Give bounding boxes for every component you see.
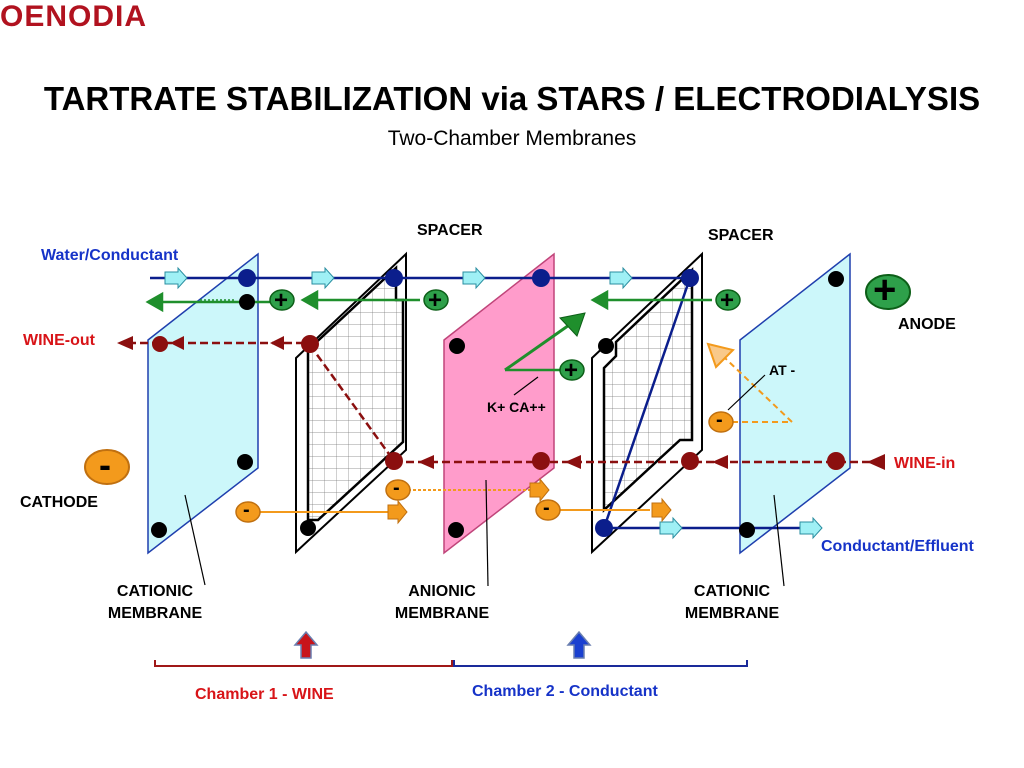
conductant-effluent-label: Conductant/Effluent	[821, 538, 974, 555]
minus-sign-1: -	[243, 499, 250, 521]
minus-sign-3: -	[543, 497, 550, 519]
cationic-left-line2: MEMBRANE	[107, 605, 203, 622]
spacer-left-label: SPACER	[417, 222, 483, 239]
spacer-right-grid	[602, 267, 694, 513]
chamber1-bracket	[154, 660, 453, 667]
chamber2-up-arrow	[566, 630, 592, 659]
k-ca-label: K+ CA++	[487, 399, 546, 415]
cationic-membrane-right	[739, 252, 851, 555]
wine-out-label: WINE-out	[23, 332, 95, 349]
cathode-electrode	[84, 449, 130, 485]
anionic-membrane-label: ANIONIC MEMBRANE	[382, 581, 502, 625]
anion-at-path	[724, 357, 793, 423]
anion-flow-lines	[258, 477, 672, 525]
plus-sign-3: +	[720, 287, 735, 314]
chamber1-label: Chamber 1 - WINE	[195, 686, 334, 703]
anode-electrode	[865, 274, 911, 310]
cathode-label: CATHODE	[20, 494, 98, 511]
minus-sign-4: -	[716, 409, 723, 431]
cationic-membrane-left	[147, 252, 259, 555]
connector-dots-red	[152, 335, 845, 470]
anode-label: ANODE	[898, 316, 956, 333]
flow-arrows-top	[164, 266, 633, 290]
minus-badges	[235, 411, 734, 523]
flow-arrows-bottom	[659, 516, 823, 540]
cathode-minus-sign: -	[99, 444, 111, 485]
wine-arrows-lower	[418, 455, 728, 469]
wine-arrows-upper	[170, 336, 284, 350]
plus-badges	[269, 289, 741, 381]
cation-arrow-head	[559, 312, 586, 337]
anionic-line1: ANIONIC	[408, 583, 476, 600]
anion-at-arrowhead	[706, 342, 735, 369]
minus-sign-2: -	[393, 477, 400, 499]
chamber1-up-arrow	[293, 630, 319, 659]
chamber2-label: Chamber 2 - Conductant	[472, 683, 658, 700]
anode-plus-sign: +	[873, 268, 897, 312]
conductant-diagonal	[602, 277, 692, 529]
plus-sign-1: +	[274, 287, 289, 314]
spacer-left-grid	[306, 265, 405, 522]
plus-sign-4: +	[564, 357, 579, 384]
cationic-left-line1: CATIONIC	[116, 583, 194, 600]
wine-in-arrowhead	[867, 454, 885, 470]
page-title: TARTRATE STABILIZATION via STARS / ELECT…	[43, 80, 981, 117]
pointer-lines	[184, 374, 785, 587]
cationic-membrane-right-label: CATIONIC MEMBRANE	[672, 581, 792, 625]
cation-arrow-up	[504, 321, 573, 372]
wine-in-label: WINE-in	[894, 455, 956, 472]
water-conductant-label: Water/Conductant	[41, 247, 179, 264]
spacer-right-label: SPACER	[708, 227, 774, 244]
cationic-right-line2: MEMBRANE	[684, 605, 780, 622]
at-minus-label: AT -	[769, 362, 796, 378]
wine-out-arrowhead	[117, 336, 133, 350]
oenodia-logo: OENODIA	[0, 0, 148, 33]
anionic-line2: MEMBRANE	[394, 605, 490, 622]
connector-dots-black	[151, 271, 844, 538]
plus-sign-2: +	[428, 287, 443, 314]
cationic-right-line1: CATIONIC	[693, 583, 771, 600]
page-subtitle: Two-Chamber Membranes	[387, 127, 637, 150]
anionic-membrane	[443, 252, 555, 555]
chamber2-bracket	[453, 660, 748, 667]
connector-dots-blue	[238, 269, 699, 537]
cationic-membrane-left-label: CATIONIC MEMBRANE	[95, 581, 215, 625]
